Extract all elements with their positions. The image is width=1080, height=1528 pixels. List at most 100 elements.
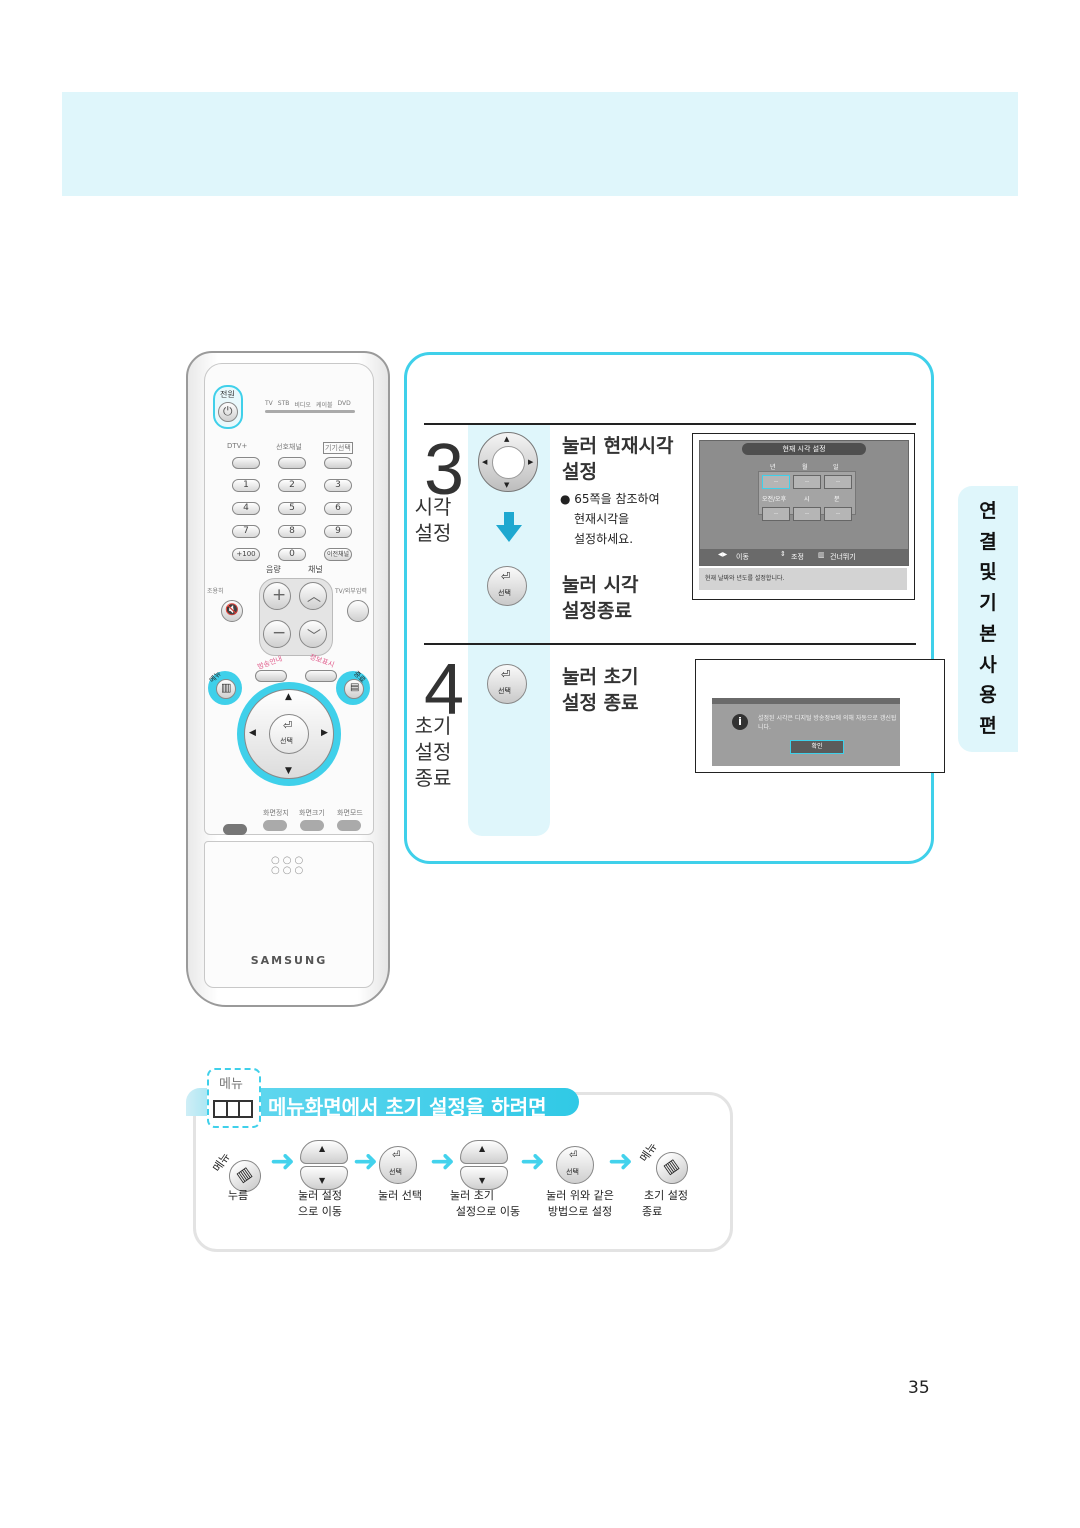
note-line: 설정하세요. [574,532,634,546]
dpad-down-icon[interactable]: ▼ [285,766,292,776]
flow-line: 눌러 초기 [450,1189,494,1202]
power-button[interactable]: ⏻ [218,402,238,422]
number-button[interactable]: 2 [278,479,306,492]
arrow-left-icon: ◀ [482,458,488,466]
screen-size-button[interactable] [300,820,324,831]
step-title-line: 초기 [414,714,452,738]
osd-label: 년 [770,464,776,471]
volume-label: 음량 [266,565,281,574]
year-cell[interactable]: -- [762,475,790,489]
side-tab-char: 연 [979,499,997,522]
up-down-buttons-icon: ▲ ▼ [296,1140,352,1192]
minute-cell[interactable]: -- [824,507,852,521]
device-select-button[interactable] [324,457,352,469]
mode-indicator-strip [265,410,355,413]
mute-icon: 🔇 [225,603,239,616]
arrow-down-icon: ▼ [504,481,510,489]
number-button[interactable]: 7 [232,525,260,538]
select-label: 선택 [389,1168,402,1176]
step-title: 시각 설정 [402,494,464,546]
screen-mode-label: 화면모드 [337,809,363,817]
menu-button[interactable]: ▥ [216,679,236,699]
volume-up-button[interactable]: + [263,582,291,610]
number-button[interactable]: 6 [324,502,352,515]
side-tab-char: 편 [979,715,997,738]
prev-channel-button[interactable]: 이전채널 [324,548,352,561]
select-label: 선택 [498,687,511,695]
side-tab-char: 본 [979,622,997,645]
osd-nav-label: 조정 [791,553,804,561]
number-button[interactable]: 5 [278,502,306,515]
section-side-tab: 연 결 및 기 본 사 용 편 [958,486,1018,752]
dpad-up-icon[interactable]: ▲ [285,692,292,702]
ok-button[interactable]: 확인 [790,740,844,754]
dpad[interactable] [244,689,334,779]
remote-face: 전원 ⏻ TV STB 비디오 케이블 DVD DTV+ 선호채널 기기선택 1… [204,363,374,835]
number-button[interactable]: 9 [324,525,352,538]
skip-icon: ▥ [818,551,825,559]
menu-grid-icon [213,1100,253,1118]
screen-mode-button[interactable] [337,820,361,831]
flow-step-label: 눌러 설정 으로 이동 [288,1188,352,1220]
dtv-plus-button[interactable] [232,457,260,469]
step-number: 3 [424,430,465,510]
info-button[interactable] [305,670,337,682]
nav-pad-center [492,446,525,479]
number-button[interactable]: 4 [232,502,260,515]
number-button[interactable]: 0 [278,548,306,561]
side-tab-char: 용 [979,684,997,707]
move-icon: ◀▶ [718,551,728,558]
osd-help-text: 현재 날짜와 년도를 설정합니다. [699,568,907,590]
plus100-button[interactable]: +100 [232,548,260,561]
select-button[interactable]: ⏎ 선택 [269,714,309,754]
month-cell[interactable]: -- [793,475,821,489]
select-label: 선택 [566,1168,579,1176]
channel-up-button[interactable]: ︿ [299,582,327,610]
menu-badge-label: 메뉴 [219,1077,243,1092]
arrow-right-icon: ➜ [520,1144,546,1179]
select-button-icon: ⏎ 선택 [379,1146,417,1184]
mute-label: 조용히 [207,588,224,595]
enter-icon: ⏎ [501,570,511,583]
up-down-buttons-icon: ▲ ▼ [456,1140,512,1192]
guide-button[interactable] [255,670,287,682]
time-setting-screen: 현재 시각 설정 년 월 일 -- -- -- 오전/오후 시 분 -- -- … [692,433,915,600]
dpad-left-icon[interactable]: ◀ [249,728,256,738]
flow-line: 종료 [642,1205,663,1218]
favorite-channel-button[interactable] [278,457,306,469]
menu-section-title: 메뉴화면에서 초기 설정을 하려면 [268,1095,547,1119]
flow-line: 눌러 설정 [298,1189,342,1202]
channel-down-button[interactable]: ﹀ [299,620,327,648]
bottom-left-button[interactable] [223,824,247,835]
device-select-label: 기기선택 [323,442,353,454]
number-button[interactable]: 8 [278,525,306,538]
flow-line: 눌러 위와 같은 [546,1189,614,1202]
mode-label: STB [277,400,290,407]
setup-complete-screen: i 설정된 시각은 디지털 방송정보에 의해 자동으로 갱신됩니다. 확인 [695,659,945,773]
freeze-label: 화면정지 [263,809,289,817]
favorite-channel-label: 선호채널 [276,443,302,451]
dpad-right-icon[interactable]: ▶ [321,728,328,738]
volume-down-button[interactable]: − [263,620,291,648]
ampm-cell[interactable]: -- [762,507,790,521]
screen-size-label: 화면크기 [299,809,325,817]
note-line: ● 65쪽을 참조하여 [560,492,660,506]
step-title: 초기 설정 종료 [402,713,464,791]
freeze-button[interactable] [263,820,287,831]
side-tab-char: 및 [979,561,997,584]
hour-cell[interactable]: -- [793,507,821,521]
tv-input-button[interactable] [347,600,369,622]
step-note: ● 65쪽을 참조하여 현재시각을 설정하세요. [560,489,660,549]
enter-icon: ⏎ [501,668,511,681]
mode-label: 케이블 [315,402,333,409]
side-tab-char: 사 [979,653,997,676]
exit-button[interactable]: ▤ [344,679,364,699]
side-tab-char: 결 [979,530,997,553]
select-button-icon: ⏎ 선택 [556,1146,594,1184]
mute-button[interactable]: 🔇 [221,600,243,622]
day-cell[interactable]: -- [824,475,852,489]
enter-icon: ⏎ [392,1150,401,1161]
number-button[interactable]: 1 [232,479,260,492]
adjust-icon: ⇕ [780,550,786,558]
number-button[interactable]: 3 [324,479,352,492]
